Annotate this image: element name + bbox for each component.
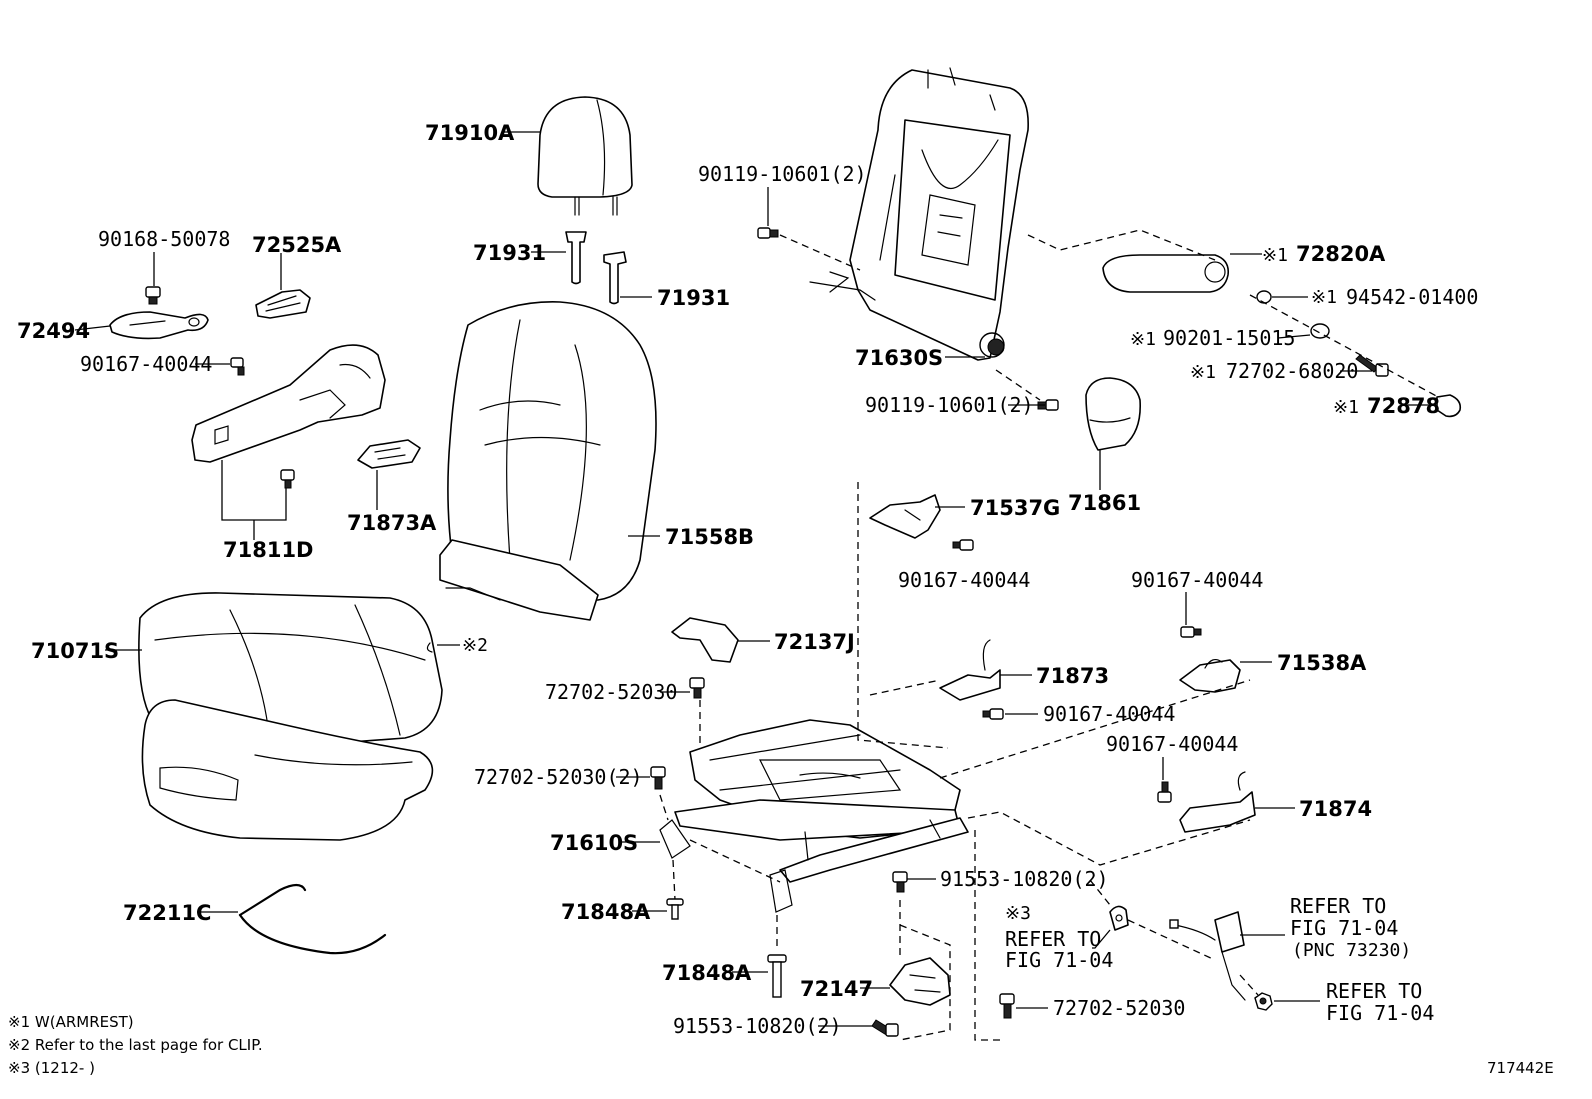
screw-hardware	[1157, 781, 1172, 803]
cover-piece-illustration	[255, 289, 311, 319]
part-label-72820A: 72820A	[1296, 242, 1386, 266]
part-label-72702-52030-b: 72702-52030	[1053, 996, 1185, 1020]
bolt-hardware	[871, 1019, 899, 1037]
seatbelt-buckle-illustration	[1169, 911, 1246, 1001]
part-label-72211C: 72211C	[123, 901, 211, 925]
refer-to-label-2: REFER TO	[1290, 894, 1386, 918]
part-label-90201-15015: 90201-15015	[1163, 326, 1295, 350]
part-label-90167-40044-b: 90167-40044	[898, 568, 1030, 592]
bolt-hardware	[689, 677, 705, 699]
bracket-illustration	[939, 639, 1001, 701]
bracket-illustration	[1179, 771, 1256, 833]
part-label-90119-10601-top: 90119-10601(2)	[698, 162, 867, 186]
part-label-90168-50078: 90168-50078	[98, 227, 230, 251]
part-label-71610S: 71610S	[550, 831, 638, 855]
part-label-91553-10820-a: 91553-10820(2)	[940, 867, 1109, 891]
screw-hardware	[230, 357, 245, 376]
part-label-71811D: 71811D	[223, 538, 314, 562]
part-label-94542-01400: 94542-01400	[1346, 285, 1478, 309]
pin-hardware	[767, 954, 787, 998]
mark-3-refer: ※3	[1005, 903, 1031, 924]
knob-illustration	[1085, 377, 1142, 451]
part-label-71848A-b: 71848A	[662, 961, 752, 985]
washer-hardware	[1256, 290, 1272, 304]
refer-to-label-1: REFER TO	[1005, 927, 1101, 951]
screw-hardware	[982, 708, 1004, 720]
bracket-illustration	[1179, 658, 1241, 693]
clip-hardware	[280, 469, 295, 489]
mark-1-90201: ※1	[1130, 329, 1156, 350]
pnc-label: (PNC 73230)	[1292, 940, 1411, 961]
mark-1-72702: ※1	[1190, 362, 1216, 383]
bolt-hardware	[999, 993, 1015, 1019]
part-label-72702-52030-a: 72702-52030	[545, 680, 677, 704]
nut-hardware	[1254, 992, 1273, 1011]
part-label-71873A: 71873A	[347, 511, 437, 535]
part-label-72702-52030-2: 72702-52030(2)	[474, 765, 643, 789]
part-label-71071S: 71071S	[31, 639, 119, 663]
bolt-hardware	[650, 766, 666, 790]
cover-illustration	[671, 617, 739, 663]
seat-cushion-pad-illustration	[141, 699, 434, 841]
wire-illustration	[238, 883, 387, 955]
bolt-hardware	[892, 871, 908, 893]
seatback-cover-illustration	[439, 301, 657, 621]
part-label-71630S: 71630S	[855, 346, 943, 370]
bracket-illustration	[889, 957, 951, 1006]
headrest-support-illustration	[565, 231, 627, 305]
pin-hardware	[666, 898, 684, 920]
part-label-71861: 71861	[1068, 491, 1141, 515]
part-label-71874: 71874	[1299, 797, 1372, 821]
anchor-plate-illustration	[1109, 905, 1129, 931]
headrest-illustration	[537, 96, 633, 216]
mark-1-72878: ※1	[1333, 397, 1359, 418]
part-label-90167-40044-e: 90167-40044	[1106, 732, 1238, 756]
screw-hardware	[1180, 626, 1202, 638]
mark-1-72820A: ※1	[1262, 245, 1288, 266]
mark-1-94542: ※1	[1311, 287, 1337, 308]
part-label-71538A: 71538A	[1277, 651, 1367, 675]
footnote-3: ※3 (1212- )	[8, 1059, 95, 1077]
part-label-72494: 72494	[17, 319, 90, 343]
refer-to-label-3: REFER TO	[1326, 979, 1422, 1003]
bolt-hardware	[757, 227, 779, 239]
screw-hardware	[1355, 354, 1389, 377]
part-label-71848A-a: 71848A	[561, 900, 651, 924]
armrest-illustration	[1102, 254, 1230, 293]
washer-hardware	[1310, 323, 1330, 339]
part-label-71537G: 71537G	[970, 496, 1060, 520]
bracket-illustration	[869, 494, 941, 539]
part-label-90167-40044-a: 90167-40044	[80, 352, 212, 376]
part-label-71931-b: 71931	[657, 286, 730, 310]
fig-label-3: FIG 71-04	[1326, 1001, 1434, 1025]
bracket-illustration	[109, 311, 209, 340]
side-shield-illustration	[191, 344, 386, 463]
part-label-71931-a: 71931	[473, 241, 546, 265]
part-label-71558B: 71558B	[665, 525, 754, 549]
seat-adjuster-illustration	[659, 719, 969, 913]
bolt-hardware	[145, 286, 161, 305]
part-label-91553-10820-b: 91553-10820(2)	[673, 1014, 842, 1038]
figure-id: 717442E	[1487, 1059, 1554, 1077]
part-label-72878: 72878	[1367, 394, 1440, 418]
part-label-71873: 71873	[1036, 664, 1109, 688]
fig-label-1: FIG 71-04	[1005, 948, 1113, 972]
part-label-72147: 72147	[800, 977, 873, 1001]
part-label-90167-40044-d: 90167-40044	[1043, 702, 1175, 726]
part-label-72525A: 72525A	[252, 233, 342, 257]
cap-illustration	[1436, 394, 1462, 418]
footnote-1: ※1 W(ARMREST)	[8, 1013, 134, 1031]
fig-label-2: FIG 71-04	[1290, 916, 1398, 940]
part-label-90167-40044-c: 90167-40044	[1131, 568, 1263, 592]
part-label-71910A: 71910A	[425, 121, 515, 145]
screw-hardware	[952, 539, 974, 551]
footnote-2: ※2 Refer to the last page for CLIP.	[8, 1036, 263, 1054]
part-label-90119-10601-mid: 90119-10601(2)	[865, 393, 1034, 417]
seatback-frame-illustration	[809, 67, 1029, 361]
part-label-72702-68020: 72702-68020	[1226, 359, 1358, 383]
latch-bracket-illustration	[357, 439, 421, 469]
mark-2-clip: ※2	[462, 635, 488, 656]
part-label-72137J: 72137J	[774, 630, 855, 654]
